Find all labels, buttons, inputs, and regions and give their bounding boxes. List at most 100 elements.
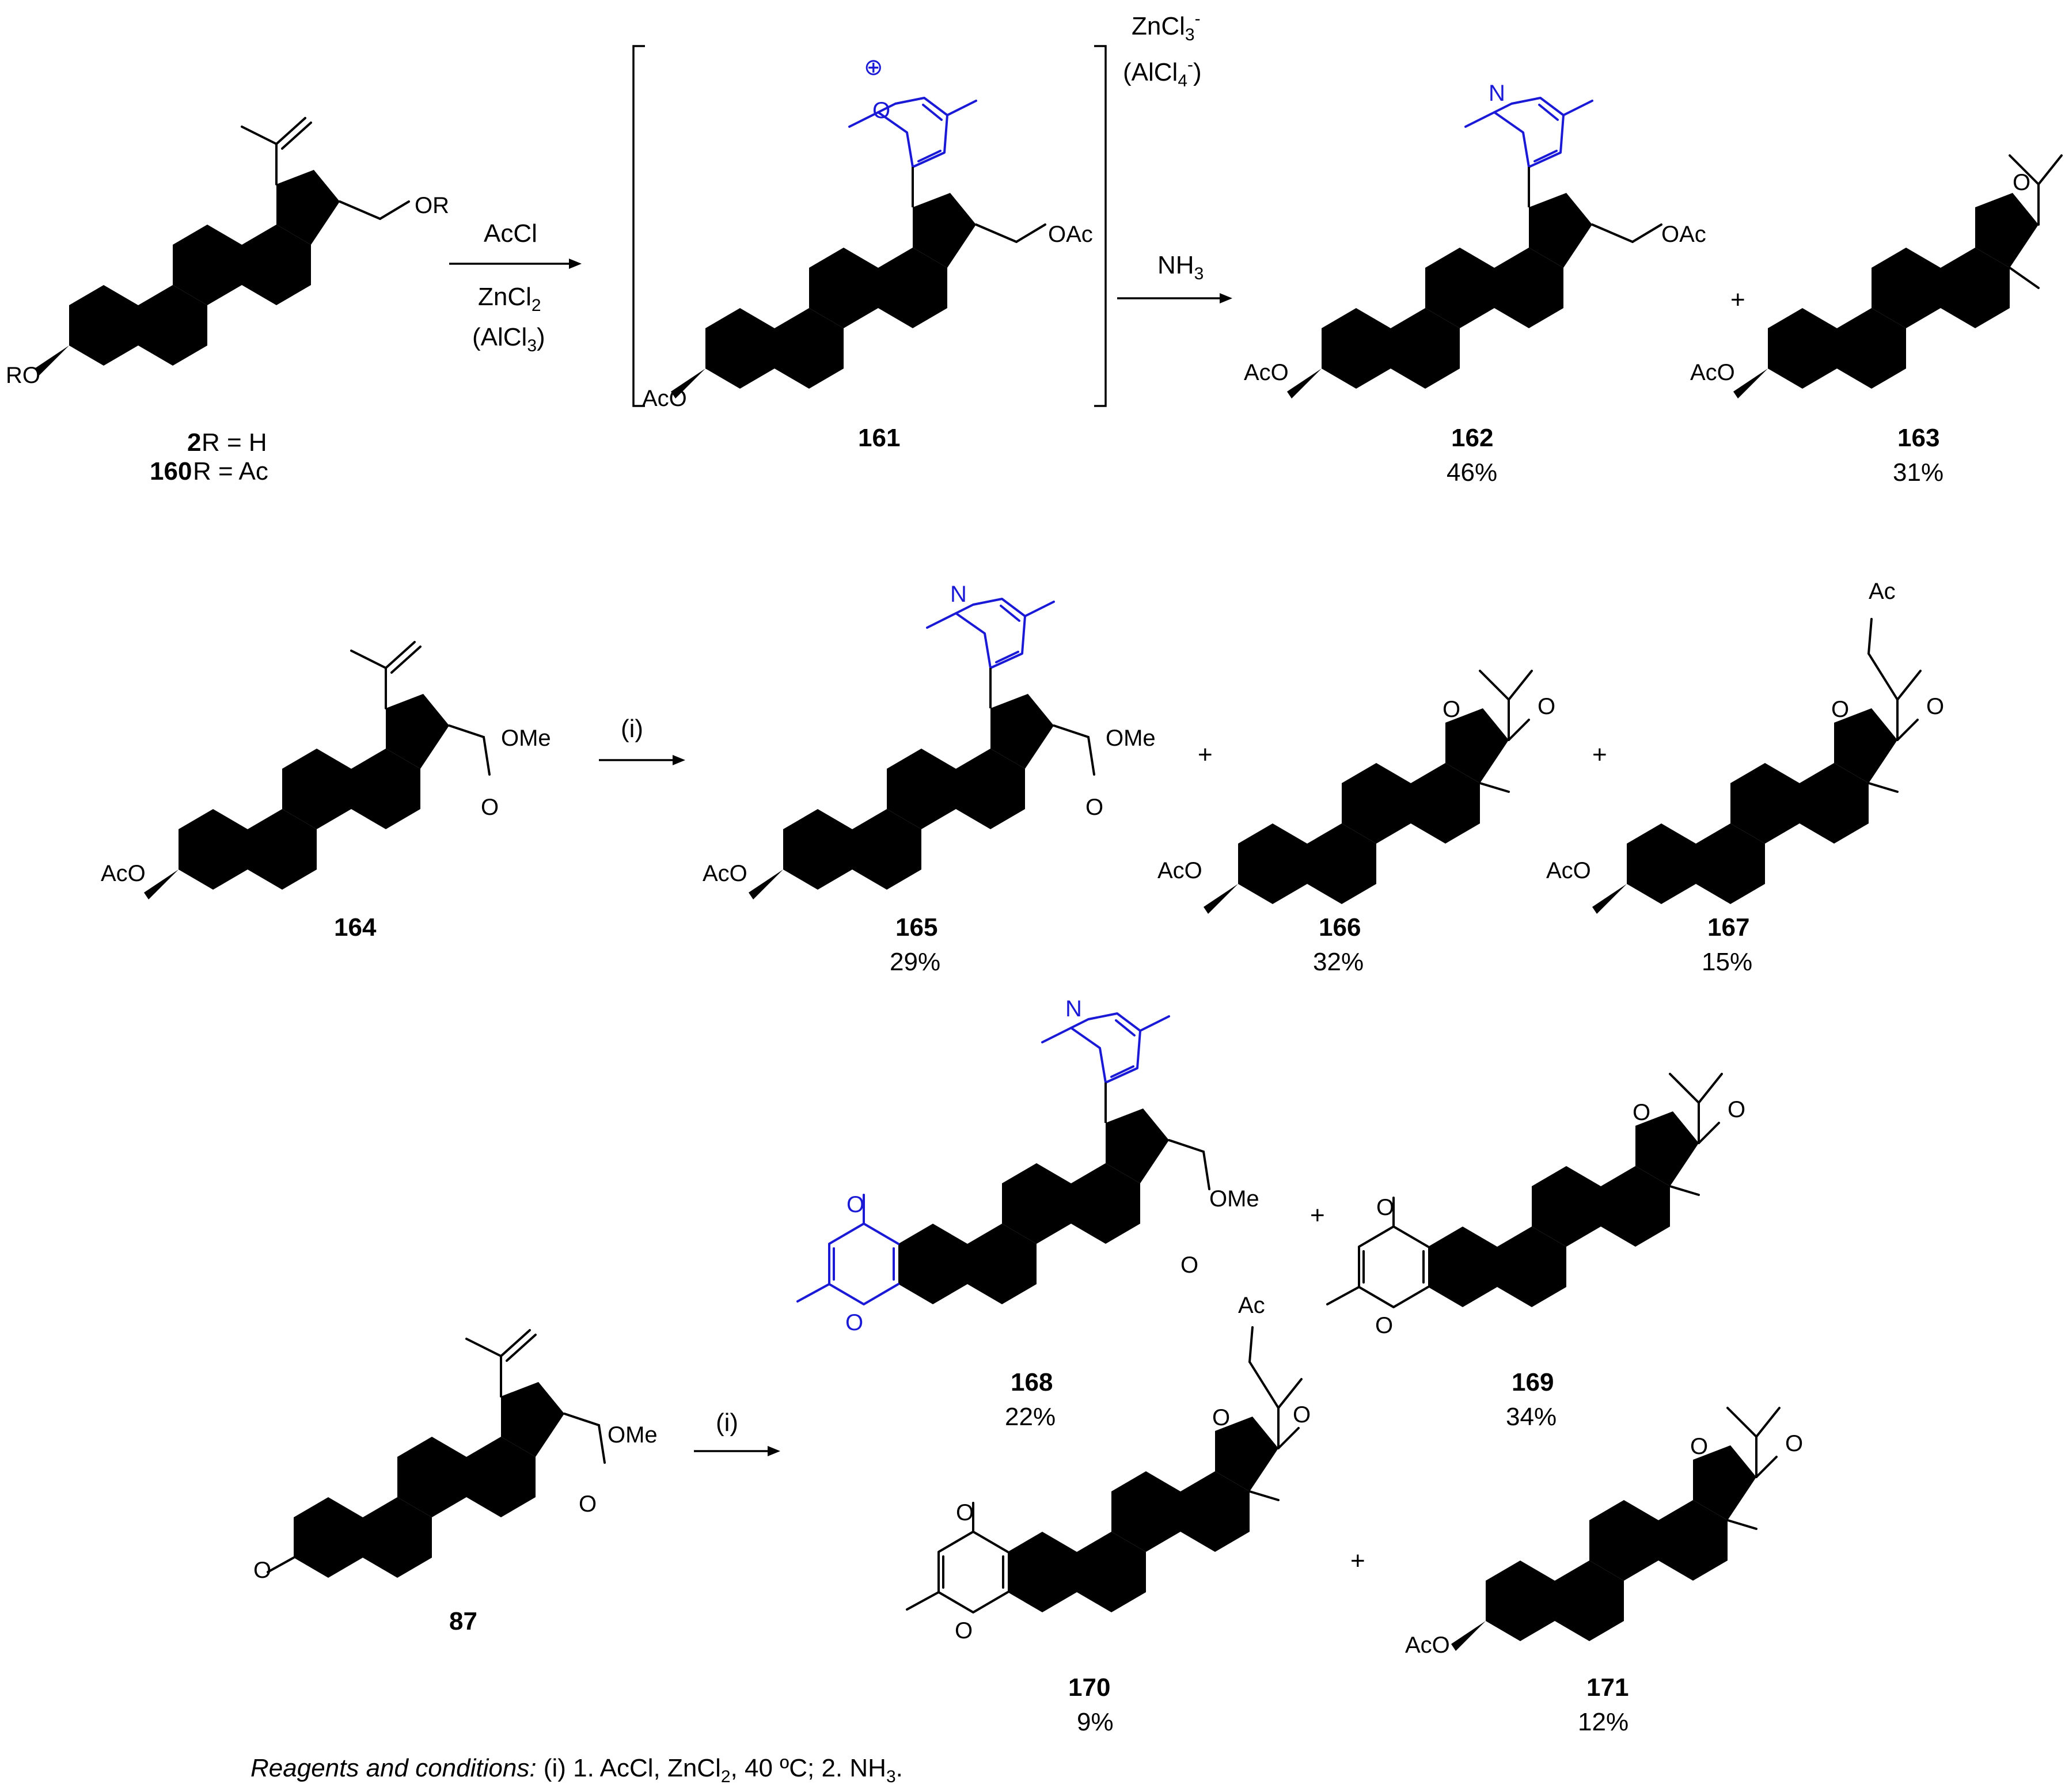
pyridine-ring-165 xyxy=(926,598,1055,669)
pyrylium-ring xyxy=(848,97,977,168)
structure-168 xyxy=(898,1108,1210,1336)
compound-165-id: 165 xyxy=(895,913,937,941)
compound-163-id: 163 xyxy=(1897,424,1939,452)
compound-166-id: 166 xyxy=(1319,913,1361,941)
structure-171 xyxy=(1486,1407,1781,1673)
arrow1-catalyst: ZnCl2 xyxy=(478,283,541,315)
compound-171-id: 171 xyxy=(1586,1673,1629,1702)
pyridine-ring-162 xyxy=(1464,97,1593,168)
pyridine-nitrogen-162: N xyxy=(1489,81,1505,106)
structure-87 xyxy=(267,1329,606,1609)
carbonyl-o-164: O xyxy=(481,795,499,820)
arrow2-reagent: NH3 xyxy=(1157,251,1204,283)
compound-169-id: 169 xyxy=(1512,1368,1554,1396)
ome-label-164: OMe xyxy=(501,726,551,751)
pyrylium-oxygen: O xyxy=(872,98,890,123)
compound-162-id: 162 xyxy=(1451,424,1493,452)
lactone-o-169: O xyxy=(1633,1100,1650,1125)
compound-160-id: 160 xyxy=(150,457,192,485)
lactone-o-171: O xyxy=(1690,1434,1708,1459)
compound-170-yield: 9% xyxy=(1077,1708,1114,1736)
aco-label-161: AcO xyxy=(642,386,687,411)
pyranone-carbonyl-o-170: O xyxy=(956,1500,974,1525)
aco-label-171: AcO xyxy=(1405,1632,1450,1658)
ome-label-87: OMe xyxy=(608,1422,658,1448)
compound-160-r: R = Ac xyxy=(193,457,268,485)
aco-label-167: AcO xyxy=(1546,858,1591,883)
pyridine-nitrogen-165: N xyxy=(950,582,967,607)
ro-label: RO xyxy=(6,363,40,388)
aco-label-165: AcO xyxy=(703,861,747,886)
structure-162 xyxy=(1322,193,1662,420)
compound-87-id: 87 xyxy=(449,1607,477,1635)
bracket-left xyxy=(632,45,645,407)
aco-label-163: AcO xyxy=(1690,360,1735,385)
acetyl-label-167: Ac xyxy=(1869,579,1896,604)
pyranone-ring-168 xyxy=(796,1194,899,1305)
ome-label-165: OMe xyxy=(1106,726,1156,751)
compound-168-yield: 22% xyxy=(1005,1403,1056,1431)
carbonyl-o-167: O xyxy=(1926,694,1944,719)
aco-label-162: AcO xyxy=(1244,360,1289,385)
lactone-o-170: O xyxy=(1212,1405,1230,1430)
structure-2-160 xyxy=(69,117,410,397)
compound-162-yield: 46% xyxy=(1447,458,1497,487)
carbonyl-o-171: O xyxy=(1785,1431,1803,1456)
compound-169-yield: 34% xyxy=(1506,1403,1557,1431)
carbonyl-o-169: O xyxy=(1728,1097,1745,1122)
compound-168-id: 168 xyxy=(1011,1368,1053,1396)
ome-label-168: OMe xyxy=(1209,1186,1259,1212)
structure-166 xyxy=(1238,670,1533,936)
carbonyl-o-87: O xyxy=(579,1491,597,1517)
lactone-o-166: O xyxy=(1443,697,1460,722)
acetyl-label-170: Ac xyxy=(1238,1293,1265,1318)
plus-row1: + xyxy=(1730,286,1745,314)
plus-row2-a: + xyxy=(1198,741,1213,769)
compound-163-yield: 31% xyxy=(1893,458,1943,487)
compound-165-yield: 29% xyxy=(890,948,940,976)
compound-171-yield: 12% xyxy=(1578,1708,1629,1736)
carbonyl-o-165: O xyxy=(1085,795,1103,820)
counterion-alcl4: (AlCl4-) xyxy=(1123,55,1202,90)
compound-161-id: 161 xyxy=(858,424,900,452)
structure-163 xyxy=(1768,154,2063,420)
structure-164 xyxy=(179,641,491,921)
pyridine-nitrogen-168: N xyxy=(1065,996,1082,1022)
structure-169 xyxy=(1326,1073,1723,1339)
compound-164-id: 164 xyxy=(334,913,377,941)
structure-161 xyxy=(705,193,1046,420)
compound-2-r: R = H xyxy=(202,428,267,457)
footnote: Reagents and conditions: (i) 1. AcCl, Zn… xyxy=(250,1754,903,1786)
carbonyl-o-168: O xyxy=(1180,1252,1198,1278)
plus-row3-b: + xyxy=(1350,1547,1365,1575)
bracket-right xyxy=(1094,45,1107,407)
arrow3-label: (i) xyxy=(621,715,643,743)
ketone-o-87: O xyxy=(253,1558,271,1583)
arrow1-alt-catalyst: (AlCl3) xyxy=(472,323,545,355)
pyranone-carbonyl-o-168: O xyxy=(847,1192,864,1217)
compound-166-yield: 32% xyxy=(1313,948,1364,976)
structure-167 xyxy=(1627,618,1922,936)
compound-2-id: 2 xyxy=(187,428,201,457)
oac-label-162: OAc xyxy=(1661,222,1706,247)
pyrylium-charge: ⊕ xyxy=(864,55,883,80)
aco-label-166: AcO xyxy=(1157,858,1202,883)
compound-170-id: 170 xyxy=(1068,1673,1110,1702)
oac-label-161: OAc xyxy=(1048,222,1093,247)
carbonyl-o-166: O xyxy=(1538,694,1555,719)
arrow4-label: (i) xyxy=(716,1408,738,1437)
pyranone-carbonyl-o-169: O xyxy=(1376,1195,1394,1220)
compound-167-id: 167 xyxy=(1707,913,1749,941)
arrow1-reagent: AcCl xyxy=(484,219,537,248)
counterion-zncl3: ZnCl3- xyxy=(1132,9,1201,44)
plus-row2-b: + xyxy=(1592,741,1607,769)
pyranone-ring-o-168: O xyxy=(845,1310,863,1335)
structure-165 xyxy=(783,694,1095,921)
or-label: OR xyxy=(415,193,449,218)
aco-label-164: AcO xyxy=(101,861,146,886)
lactone-o-167: O xyxy=(1831,697,1849,722)
structure-170 xyxy=(906,1326,1303,1644)
pyranone-ring-o-169: O xyxy=(1375,1313,1393,1338)
plus-row3-a: + xyxy=(1310,1201,1325,1229)
